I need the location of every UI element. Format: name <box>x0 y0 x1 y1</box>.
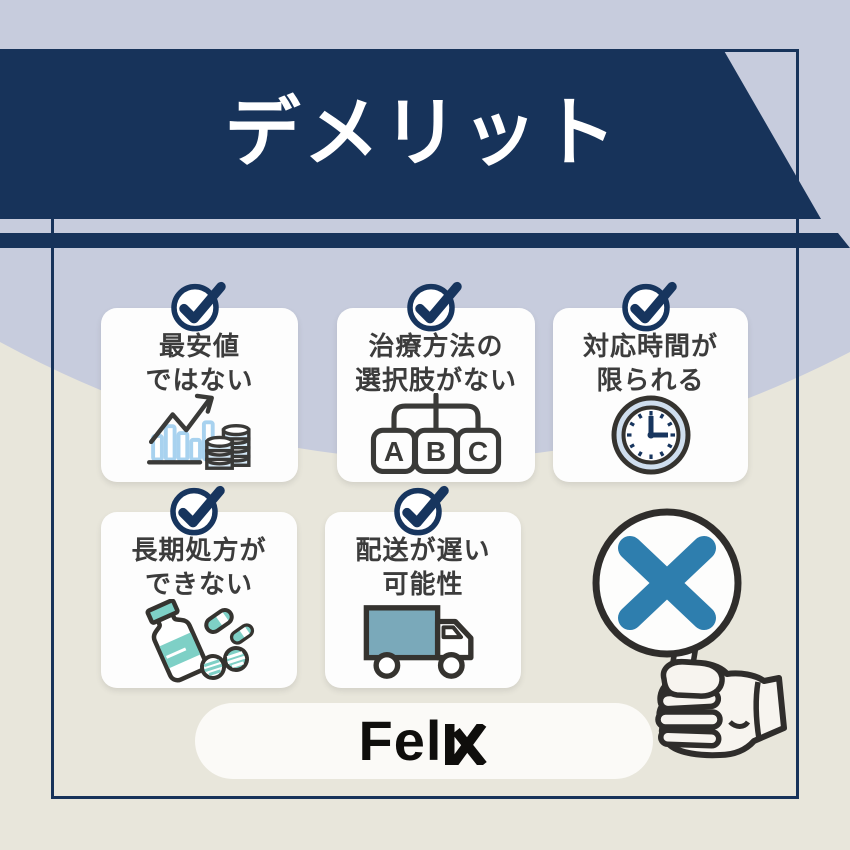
tablet-pill <box>223 646 249 672</box>
check-icon <box>170 281 226 332</box>
card-label: 対応時間が 限られる <box>582 331 718 395</box>
check-icon <box>170 485 225 536</box>
option-c-label: C <box>468 436 488 467</box>
finger <box>655 709 723 730</box>
price-chart-coins-icon <box>146 393 251 470</box>
card-support-hours: 対応時間が 限られる <box>553 281 748 482</box>
check-icon <box>621 281 677 332</box>
card-slow-delivery: 配送が遅い 可能性 <box>325 485 521 688</box>
card-label: 最安値 ではない <box>145 331 254 395</box>
logo-k-glyph <box>445 724 488 765</box>
knuckle-line <box>728 720 751 729</box>
brand-logo: Fel <box>195 703 653 779</box>
option-a-label: A <box>384 436 404 467</box>
capsule-pill <box>229 623 255 645</box>
card-long-prescription: 長期処方が できない <box>101 485 297 688</box>
card-label: 治療方法の 選択肢がない <box>354 331 517 395</box>
delivery-truck-icon <box>363 605 474 679</box>
tablet-pill <box>200 654 226 680</box>
cuff-line <box>753 681 762 740</box>
option-b-label: B <box>426 436 446 467</box>
medicine-bottle-pills-icon <box>145 599 255 683</box>
accent-stripe <box>0 233 850 248</box>
medicine-bottle <box>145 599 208 683</box>
page-title: デメリット <box>224 91 620 176</box>
check-icon <box>407 281 462 332</box>
clock-icon <box>611 395 690 475</box>
card-lowest-price: 最安値 ではない <box>101 281 298 482</box>
card-treatment-options: 治療方法の 選択肢がない A B C <box>337 281 535 482</box>
capsule-pill <box>204 607 234 635</box>
thumb <box>660 659 725 699</box>
card-label: 配送が遅い 可能性 <box>355 535 491 599</box>
coin-stack-front <box>204 435 234 470</box>
card-label: 長期処方が できない <box>131 535 267 599</box>
check-icon <box>394 485 449 536</box>
finger <box>658 727 722 749</box>
x-mark-icon <box>618 536 716 630</box>
brand-logo-text: Fel <box>358 709 443 772</box>
title-banner-shape <box>0 49 821 219</box>
hand-holding-sign <box>592 508 787 759</box>
treatment-options-abc-icon: A B C <box>370 393 502 474</box>
